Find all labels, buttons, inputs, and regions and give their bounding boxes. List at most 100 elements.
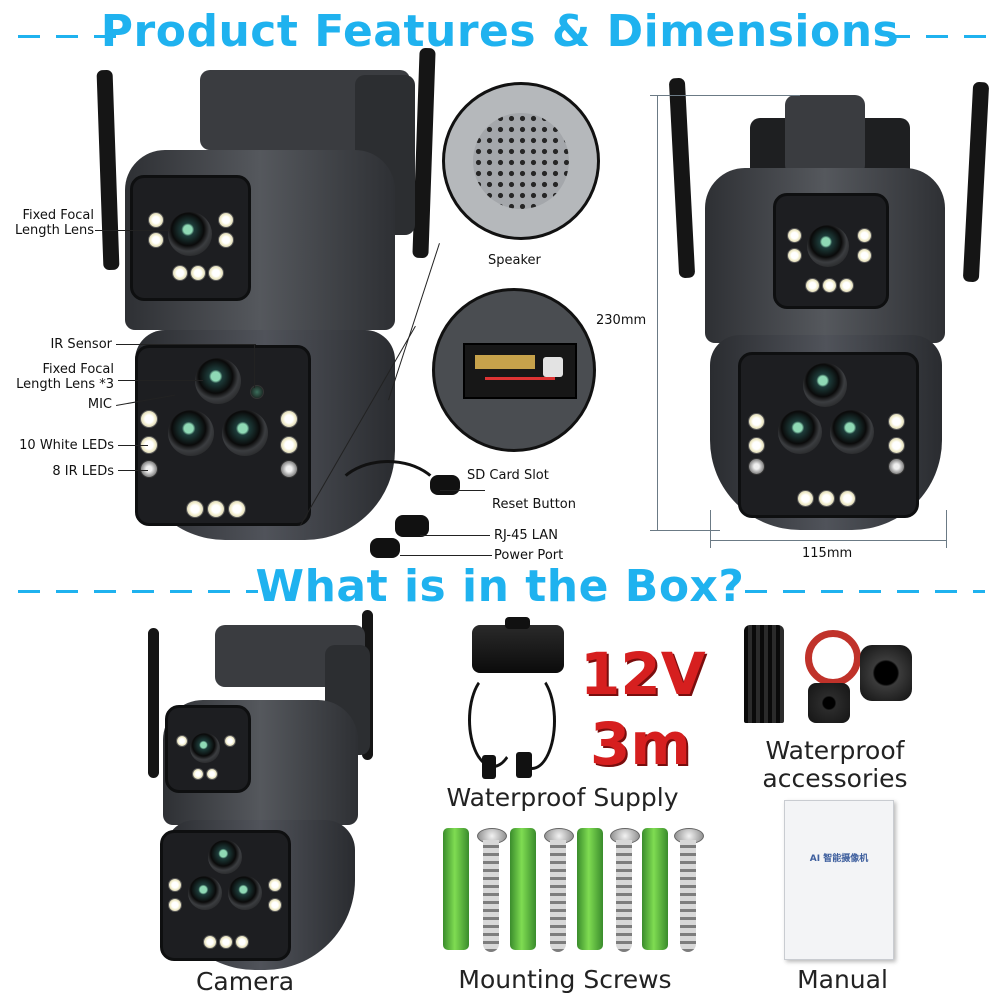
caption-manual: Manual [797,965,888,994]
label-fixed-focal-3: Fixed Focal Length Lens *3 [16,362,114,392]
label-reset: Reset Button [492,497,576,512]
main-lens-left [168,410,214,456]
label-sd-card: SD Card Slot [467,468,549,483]
sd-card-slot [475,355,535,369]
white-led [168,878,182,892]
white-led [280,410,298,428]
main-lens-left [188,876,222,910]
rubber-plug [808,683,850,723]
height-label: 230mm [596,313,647,328]
top-led [224,735,236,747]
main-lens-top [803,363,847,407]
white-led [186,500,204,518]
screw [616,840,632,952]
top-led [839,278,854,293]
waterproof-gland [744,625,784,723]
top-led [148,232,164,248]
leader-line [118,470,148,471]
heading-dashes-left [18,590,258,593]
white-led [228,500,246,518]
leader-line [118,445,148,446]
white-led [168,898,182,912]
main-lens-top [208,840,242,874]
top-led [190,265,206,281]
caption-screws: Mounting Screws [458,965,672,994]
height-dimension-line [657,95,658,530]
top-led [787,248,802,263]
adapter-mount [505,617,530,629]
ir-led [888,458,905,475]
wall-anchor [577,828,603,950]
heading-dashes-left [18,35,118,38]
top-led [805,278,820,293]
white-led [268,878,282,892]
power-adapter [472,625,564,673]
label-power: Power Port [494,548,564,563]
bracket-neck [785,95,865,175]
top-lens [168,212,212,256]
main-lens-left [778,410,822,454]
antenna-left [668,77,696,279]
leader-line [116,344,256,345]
white-led [797,490,814,507]
supply-voltage: 12V [580,640,706,708]
label-ir-sensor: IR Sensor [50,337,112,352]
top-led [192,768,204,780]
power-plug [516,752,532,778]
top-led [787,228,802,243]
features-heading: Product Features & Dimensions [100,6,900,57]
cable-connector [430,475,460,495]
heading-dashes-right [888,35,988,38]
label-mic: MIC [87,397,112,412]
top-led [176,735,188,747]
top-led [857,248,872,263]
antenna-right [962,81,990,283]
white-led [888,413,905,430]
cable [330,460,446,546]
speaker-grill [473,113,569,209]
label-ir-leds: 8 IR LEDs [52,464,114,479]
main-lens-right [228,876,262,910]
box-heading: What is in the Box? [255,561,745,612]
wall-anchor [642,828,668,950]
white-led [203,935,217,949]
screw [680,840,696,952]
antenna-left [148,628,159,778]
heading-dashes-right [745,590,985,593]
leader-line [440,490,485,491]
dim-tick [710,510,711,548]
leader-line [420,535,490,536]
ir-led [748,458,765,475]
top-led [206,768,218,780]
wire [485,377,555,380]
wall-anchor [510,828,536,950]
leader-line [254,344,255,388]
leader-line [400,555,492,556]
speaker-zoom [442,82,600,240]
dim-tick [650,530,720,531]
antenna-right [412,47,436,259]
screw [483,840,499,952]
ports-zoom [432,288,596,452]
ir-led [140,460,158,478]
dim-tick [650,95,800,96]
white-led [280,436,298,454]
white-led [748,413,765,430]
caption-supply: Waterproof Supply [446,783,679,812]
power-plug [482,755,496,779]
caption-camera: Camera [195,967,295,996]
dim-tick [946,510,947,548]
wall-anchor [443,828,469,950]
label-rj45: RJ-45 LAN [494,528,558,543]
manual-booklet: AI 智能摄像机 [784,800,894,960]
antenna-left [96,69,120,271]
leader-line [95,230,170,231]
top-lens [190,733,220,763]
top-lens [807,225,849,267]
white-led [219,935,233,949]
top-led [172,265,188,281]
ir-sensor [250,385,264,399]
gland-nut [860,645,912,701]
leader-line [118,380,203,381]
cable-connector [370,538,400,558]
